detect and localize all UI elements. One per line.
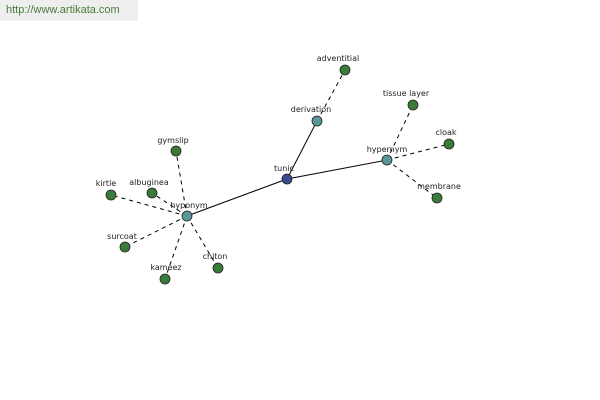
edge-tunic-to-hypernym [286, 159, 388, 180]
node-hypernym[interactable] [381, 154, 393, 166]
node-adventitial[interactable] [339, 64, 351, 76]
node-derivation[interactable] [311, 115, 323, 127]
node-label-surcoat: surcoat [107, 232, 137, 241]
nodes-layer [105, 64, 455, 285]
edges-layer [110, 69, 450, 280]
node-label-tunic: tunic [274, 164, 294, 173]
node-kirtle[interactable] [105, 189, 117, 201]
labels-layer: tunic derivation hypernym hyponym adventitia… [96, 54, 461, 272]
node-label-hypernym: hypernym [367, 145, 408, 154]
node-membrane[interactable] [431, 192, 443, 204]
node-surcoat[interactable] [119, 241, 131, 253]
node-tunic[interactable] [281, 173, 293, 185]
node-label-albuginea: albuginea [129, 178, 169, 187]
node-hyponym[interactable] [181, 210, 193, 222]
edge-hypernym-to-cloak [386, 143, 450, 161]
edge-hypernym-to-membrane [386, 159, 438, 199]
node-tissue-layer[interactable] [407, 99, 419, 111]
edge-tunic-to-hyponym [186, 178, 288, 217]
edge-derivation-to-adventitial [316, 69, 346, 122]
edge-hyponym-to-gymslip [175, 150, 188, 217]
edge-hyponym-to-surcoat [124, 215, 188, 248]
edge-hyponym-to-kameez [164, 215, 188, 280]
node-label-chiton: chiton [203, 252, 228, 261]
node-label-hyponym: hyponym [170, 201, 208, 210]
node-label-adventitial: adventitial [317, 54, 360, 63]
node-label-cloak: cloak [435, 128, 456, 137]
edge-tunic-to-derivation [286, 120, 318, 180]
node-label-derivation: derivation [291, 105, 331, 114]
edge-hyponym-to-albuginea [151, 192, 188, 217]
node-label-kirtle: kirtle [96, 179, 117, 188]
edge-hyponym-to-chiton [186, 215, 219, 269]
node-albuginea[interactable] [146, 187, 158, 199]
node-chiton[interactable] [212, 262, 224, 274]
node-label-kameez: kameez [150, 263, 181, 272]
node-gymslip[interactable] [170, 145, 182, 157]
edge-hyponym-to-kirtle [110, 194, 188, 217]
edge-hypernym-to-tissue-layer [386, 104, 414, 161]
node-cloak[interactable] [443, 138, 455, 150]
node-kameez[interactable] [159, 273, 171, 285]
node-label-tissue-layer: tissue layer [383, 89, 430, 98]
node-label-membrane: membrane [417, 182, 461, 191]
source-url-watermark: http://www.artikata.com [0, 0, 138, 21]
node-label-gymslip: gymslip [157, 136, 188, 145]
